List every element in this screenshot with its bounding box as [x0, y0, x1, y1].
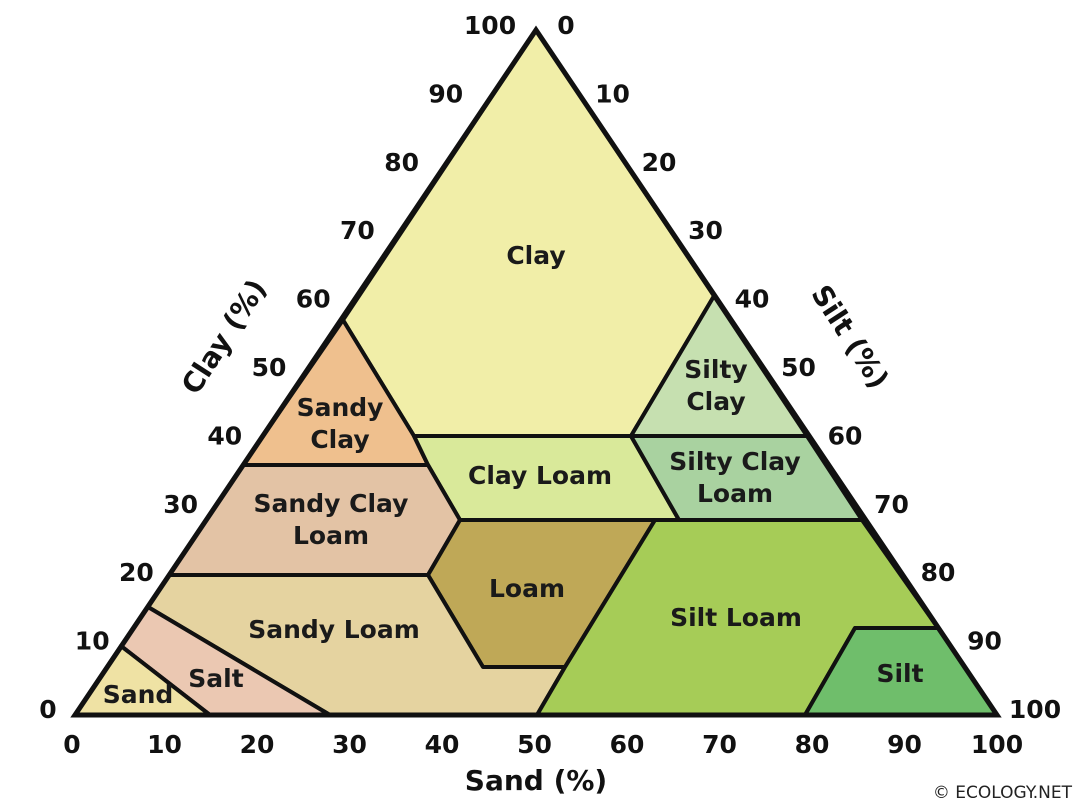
silt-axis-title: Silt (%) [804, 279, 895, 394]
clay-tick-label: 30 [163, 490, 198, 519]
sand-axis-title: Sand (%) [465, 764, 607, 797]
sand-tick-label: 50 [517, 730, 552, 759]
silt-tick-label: 90 [967, 627, 1002, 656]
sand-tick-label: 30 [332, 730, 367, 759]
sand-tick-label: 0 [63, 730, 80, 759]
silt-tick-label: 30 [688, 216, 723, 245]
clay-tick-label: 20 [119, 558, 154, 587]
clay-tick-label: 10 [75, 627, 110, 656]
clay-tick-label: 50 [252, 353, 287, 382]
silt-tick-label: 20 [642, 148, 677, 177]
copyright-text: © ECOLOGY.NET [933, 783, 1073, 803]
region-sandy-clay-loam [167, 463, 462, 577]
label-silt-loam: Silt Loam [670, 603, 802, 632]
clay-tick-label: 60 [296, 285, 331, 314]
label-clay: Clay [506, 241, 565, 270]
silt-tick-label: 0 [557, 11, 574, 40]
silt-tick-label: 70 [874, 490, 909, 519]
silt-tick-label: 50 [781, 353, 816, 382]
sand-tick-label: 10 [147, 730, 182, 759]
sand-tick-label: 100 [971, 730, 1023, 759]
silt-tick-label: 80 [921, 558, 956, 587]
clay-tick-label: 90 [428, 79, 463, 108]
triangle-outline [70, 25, 1002, 718]
label-loam: Loam [489, 574, 565, 603]
silt-tick-label: 10 [595, 79, 630, 108]
clay-tick-label: 70 [340, 216, 375, 245]
clay-tick-label: 100 [464, 11, 516, 40]
clay-tick-label: 0 [39, 695, 56, 724]
silt-tick-label: 100 [1009, 695, 1061, 724]
label-sandy-loam: Sandy Loam [248, 615, 420, 644]
silt-tick-label: 40 [735, 285, 770, 314]
sand-tick-label: 20 [240, 730, 275, 759]
clay-tick-label: 40 [207, 421, 242, 450]
clay-tick-label: 80 [384, 148, 419, 177]
sand-tick-label: 70 [702, 730, 737, 759]
sand-tick-label: 80 [795, 730, 830, 759]
sand-tick-label: 60 [610, 730, 645, 759]
label-clay-loam: Clay Loam [468, 461, 612, 490]
sand-tick-label: 40 [425, 730, 460, 759]
label-sand: Sand [103, 680, 174, 709]
sand-axis-ticks: 0 10 20 30 40 50 60 70 80 90 100 [63, 730, 1023, 759]
sand-tick-label: 90 [887, 730, 922, 759]
label-silt: Silt [876, 659, 923, 688]
silt-tick-label: 60 [828, 421, 863, 450]
label-salt: Salt [188, 664, 243, 693]
silt-axis-ticks: 0 10 20 30 40 50 60 70 80 90 100 [557, 11, 1061, 724]
